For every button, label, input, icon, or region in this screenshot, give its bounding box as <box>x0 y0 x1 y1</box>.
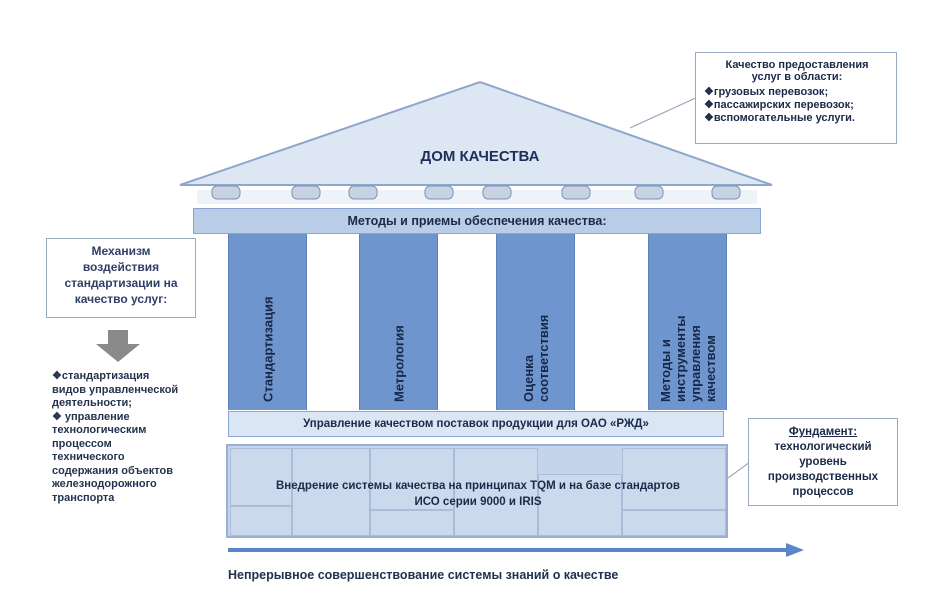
foundation-cell <box>370 510 454 536</box>
callout-services-heading-1: Качество предоставления <box>725 59 869 71</box>
foundation-cell <box>292 448 370 536</box>
standardization-list: ❖стандартизация видов управленческой дея… <box>52 370 222 505</box>
down-arrow-icon <box>96 330 140 362</box>
column-standardization: Стандартизация <box>228 234 307 410</box>
roof-triangle <box>179 80 773 186</box>
foundation-line-1: Внедрение системы качества на принципах … <box>275 480 680 492</box>
callout-services: Качество предоставления услуг в области:… <box>695 52 897 144</box>
column-conformity: Оценка соответствия <box>496 234 575 410</box>
foundation-cell <box>230 448 292 506</box>
progress-arrow-head-icon <box>786 543 804 557</box>
management-bar: Управление качеством поставок продукции … <box>228 411 724 437</box>
foundation-cell <box>454 448 538 536</box>
connector-foundation <box>727 461 751 479</box>
list-line: технического <box>52 451 125 463</box>
list-line: содержания объектов <box>52 464 174 477</box>
list-line: ❖ управление <box>52 410 130 423</box>
column-label: Метрология <box>391 325 406 402</box>
column-label: Оценка соответствия <box>520 314 551 402</box>
callout-mechanism-line: воздействия <box>82 260 160 274</box>
connector-top-right <box>629 95 701 129</box>
foundation-cell <box>370 448 454 510</box>
bottom-caption: Непрерывное совершенствование системы зн… <box>228 568 619 582</box>
foundation-text: Внедрение системы качества на принципах … <box>236 478 720 510</box>
column-label: Стандартизация <box>260 296 275 402</box>
callout-services-item: ❖грузовых перевозок; <box>704 86 829 98</box>
foundation-cell <box>622 448 726 510</box>
callout-foundation-line: производственных <box>767 471 879 483</box>
foundation-cell <box>622 510 726 536</box>
column-capitals <box>211 185 741 200</box>
progress-arrow-shaft <box>228 548 788 552</box>
foundation-cell <box>230 506 292 536</box>
callout-mechanism-line: качество услуг: <box>74 292 168 306</box>
callout-services-item: ❖вспомогательные услуги. <box>704 112 855 124</box>
roof-title: ДОМ КАЧЕСТВА <box>420 148 540 165</box>
list-line: процессом <box>52 437 112 450</box>
callout-foundation-line: процессов <box>792 486 854 498</box>
callout-foundation: Фундамент: технологический уровень произ… <box>748 418 898 506</box>
capital-band <box>197 190 757 204</box>
callout-mechanism: Механизм воздействия стандартизации на к… <box>46 238 196 318</box>
callout-services-item: ❖пассажирских перевозок; <box>704 99 854 111</box>
list-line: технологическим <box>52 424 147 436</box>
foundation-block <box>226 444 728 538</box>
methods-bar: Методы и приемы обеспечения качества: <box>193 208 761 234</box>
callout-services-heading-2: услуг в области: <box>751 71 843 83</box>
list-line: транспорта <box>52 491 115 504</box>
callout-mechanism-line: стандартизации на <box>64 276 178 290</box>
foundation-line-2: ИСО серии 9000 и IRIS <box>414 496 542 508</box>
callout-foundation-line: уровень <box>799 456 847 468</box>
callout-foundation-heading: Фундамент: <box>788 426 858 438</box>
column-metrology: Метрология <box>359 234 438 410</box>
list-line: железнодорожного <box>52 478 157 490</box>
callout-mechanism-line: Механизм <box>91 244 151 258</box>
foundation-cell <box>538 474 622 536</box>
callout-foundation-line: технологический <box>774 441 872 453</box>
list-line: видов управленческой <box>52 383 179 396</box>
column-quality-tools: Методы и инструменты управления качество… <box>648 234 727 410</box>
list-line: деятельности; <box>52 397 132 409</box>
column-label: Методы и инструменты управления качество… <box>657 315 718 402</box>
list-line: ❖стандартизация <box>52 370 150 382</box>
